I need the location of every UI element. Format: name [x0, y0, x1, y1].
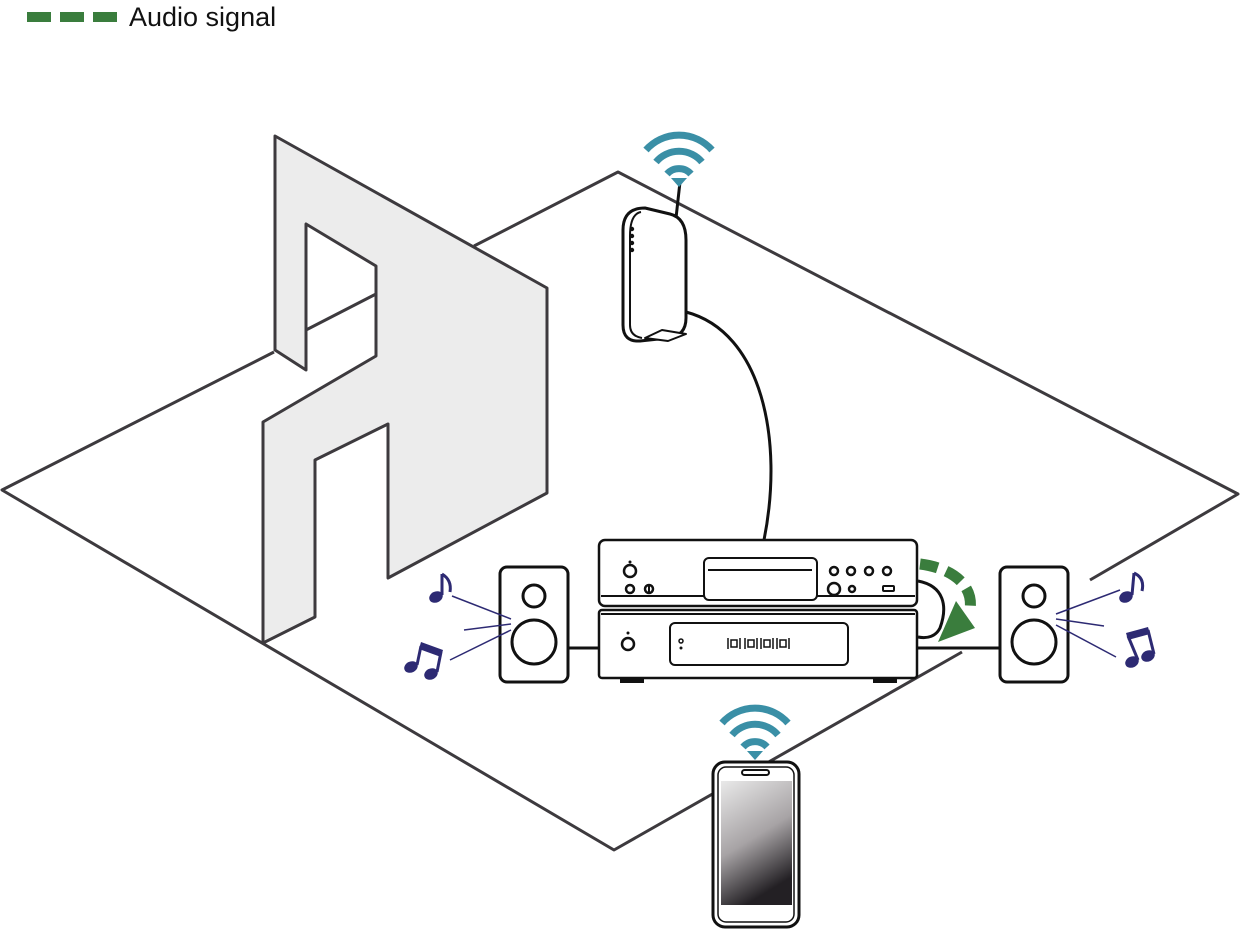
smartphone-icon: [711, 760, 801, 929]
cd-player-icon: [597, 538, 919, 608]
speaker-icon: [998, 565, 1070, 684]
legend-dash: [60, 12, 84, 22]
legend: Audio signal: [27, 0, 276, 34]
speaker-icon: [498, 565, 570, 684]
sound-rays: [449, 589, 1121, 661]
network-cable: [685, 310, 773, 541]
legend-dash: [93, 12, 117, 22]
floor: [0, 170, 1240, 852]
wifi-icon: [643, 131, 715, 187]
back-wall: [261, 134, 549, 645]
music-note-icon: [429, 572, 452, 603]
music-note-icon: [1125, 627, 1156, 668]
music-note-icon: [1119, 571, 1145, 603]
wifi-icon: [719, 704, 791, 760]
audio-signal-arrow: [919, 558, 976, 642]
audio-cable: [917, 579, 946, 640]
router-icon: [621, 181, 688, 343]
music-note-icon: [404, 642, 443, 680]
legend-label: Audio signal: [129, 1, 277, 32]
amplifier-icon: [597, 608, 919, 683]
legend-dash: [27, 12, 51, 22]
